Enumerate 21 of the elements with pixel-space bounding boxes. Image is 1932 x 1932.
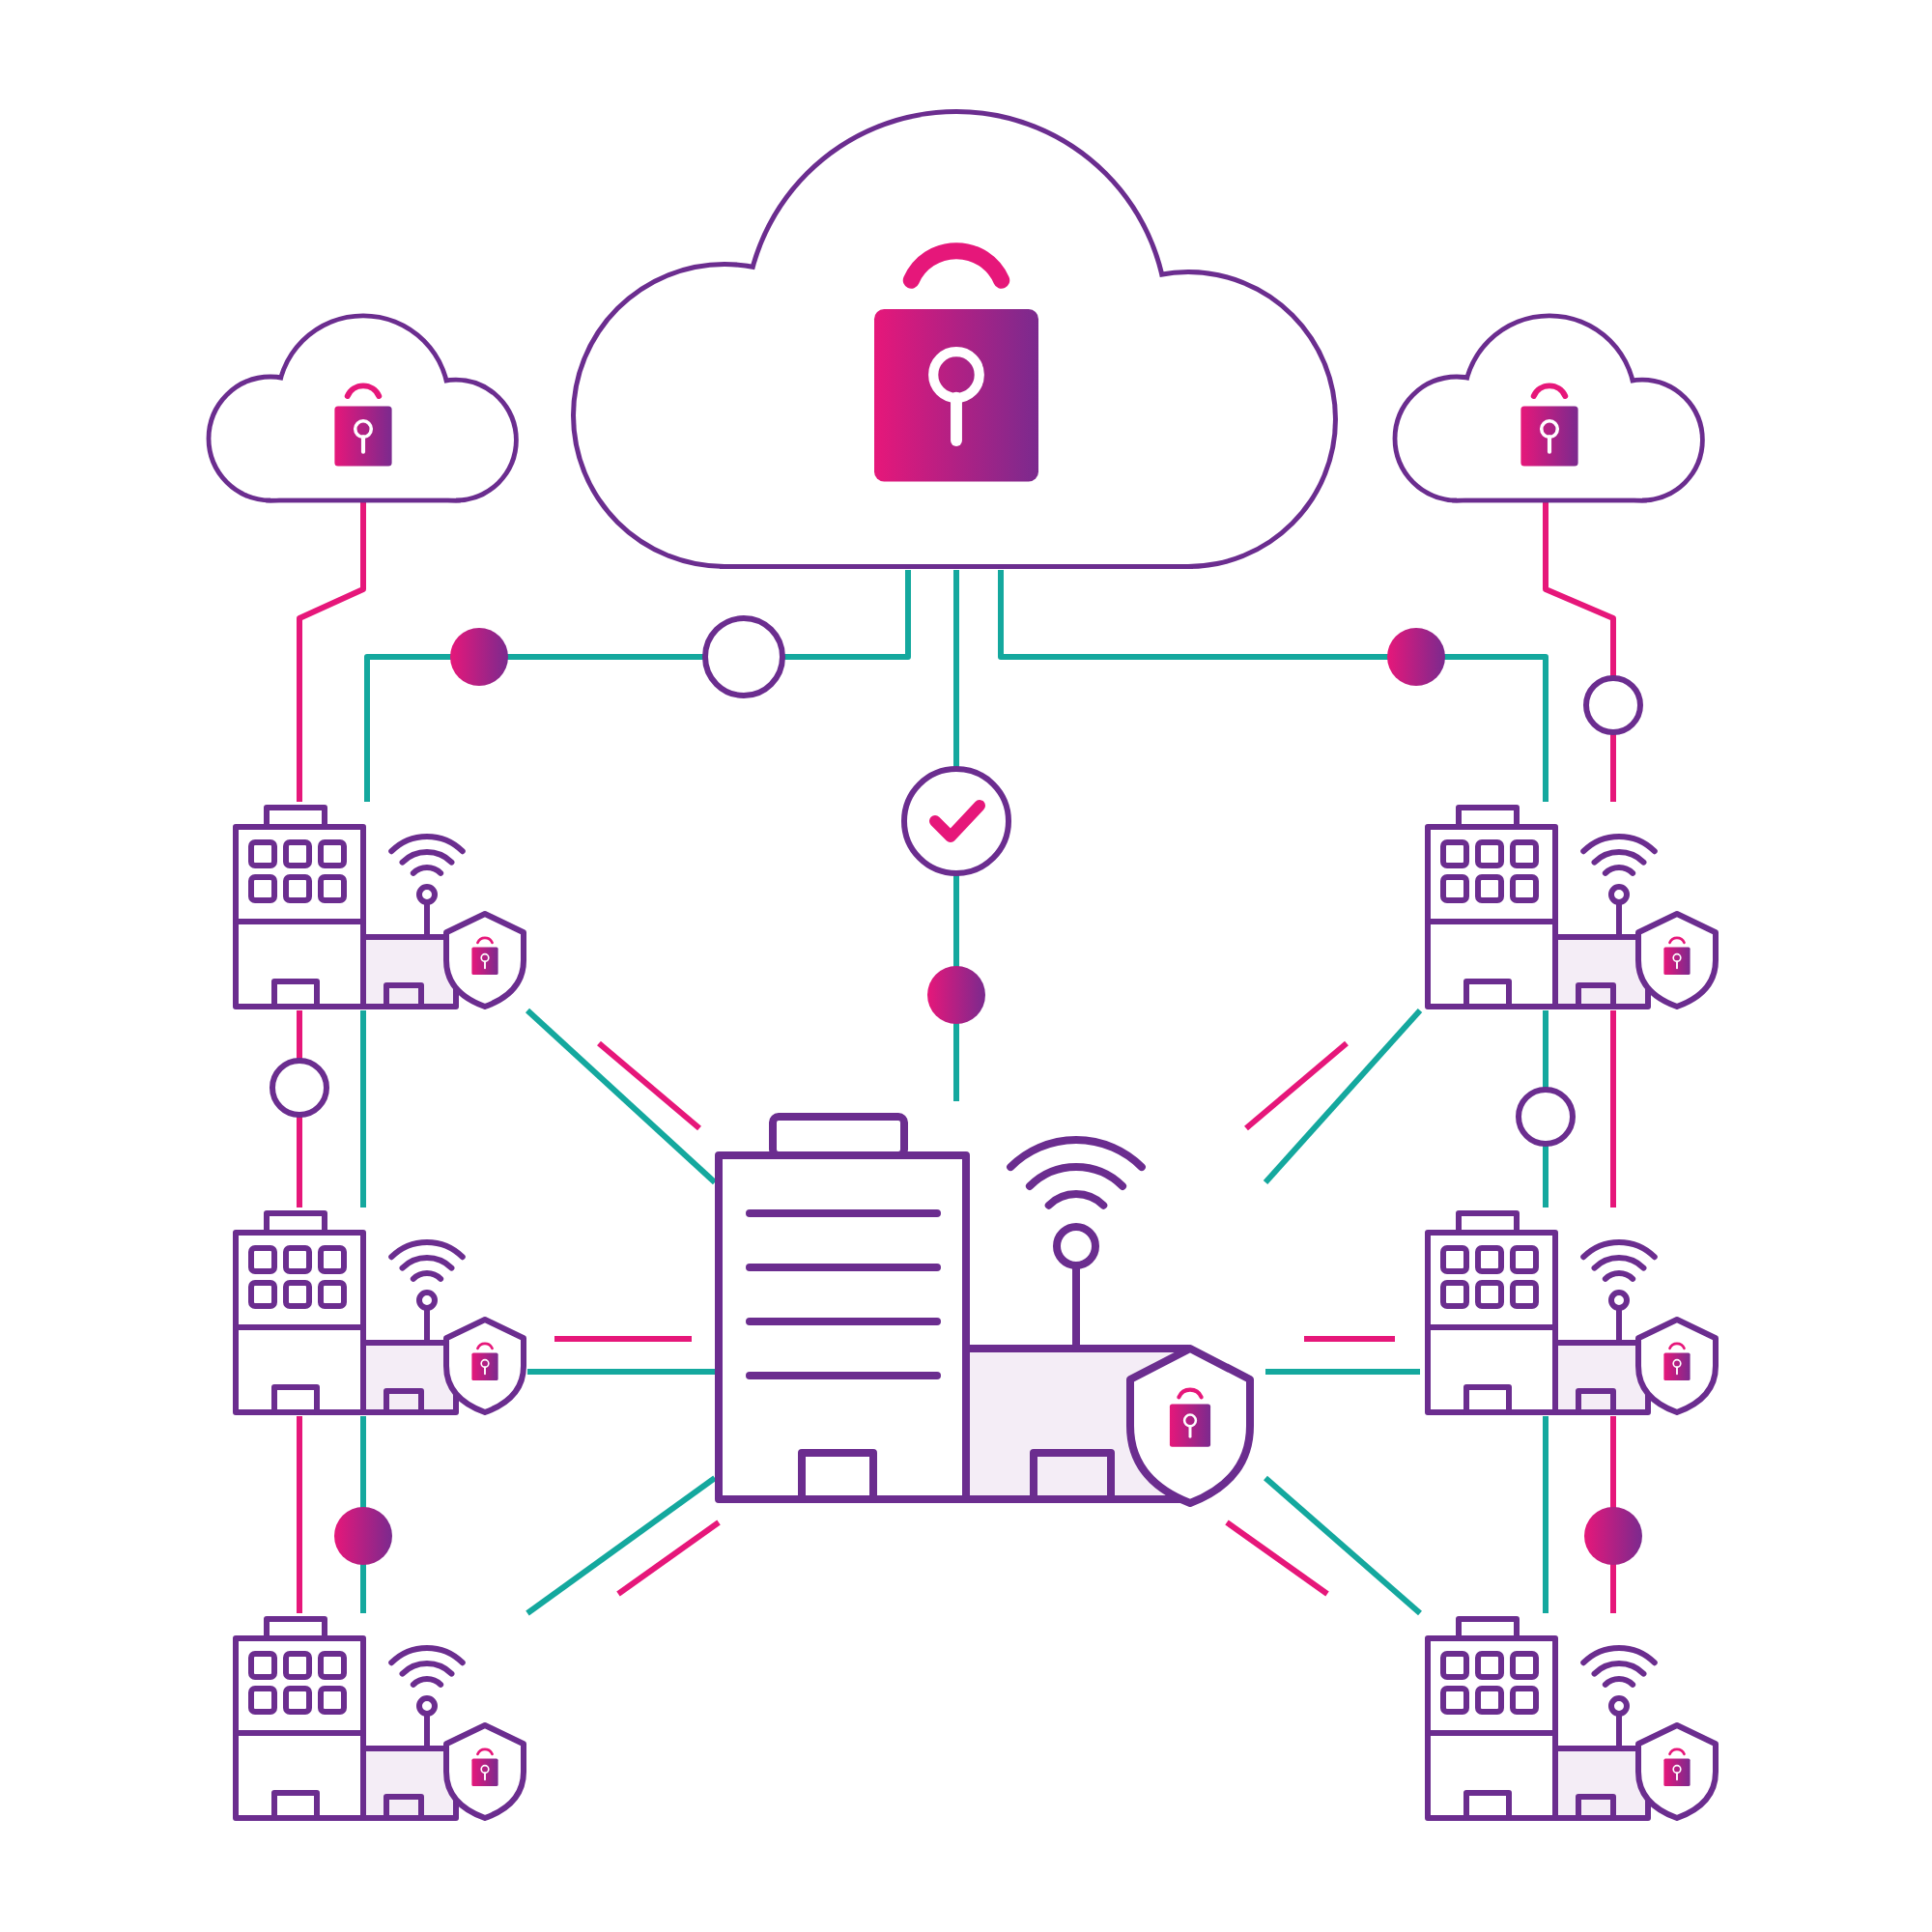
connector-line — [998, 570, 1548, 802]
connector-line — [297, 1416, 302, 1613]
building-drawing — [1420, 1208, 1719, 1416]
connector-line — [1543, 1416, 1548, 1613]
connector-line — [1263, 1009, 1423, 1184]
connector-line — [1610, 1010, 1616, 1208]
building-drawing — [228, 1613, 527, 1822]
building-drawing — [228, 1208, 527, 1416]
building-drawing — [1420, 1613, 1719, 1822]
connector-line — [297, 500, 366, 802]
cloud-drawing — [209, 315, 518, 500]
building-drawing — [228, 802, 527, 1010]
cloud-drawing — [1395, 315, 1704, 500]
connector-line — [525, 1008, 718, 1185]
connector-line — [360, 1010, 366, 1208]
connector-line — [1264, 1475, 1422, 1616]
connector-line — [526, 1475, 717, 1616]
cloud-drawing — [570, 106, 1343, 570]
connector-line — [527, 1369, 715, 1375]
building-drawing — [1420, 802, 1719, 1010]
connector-line — [1265, 1369, 1420, 1375]
